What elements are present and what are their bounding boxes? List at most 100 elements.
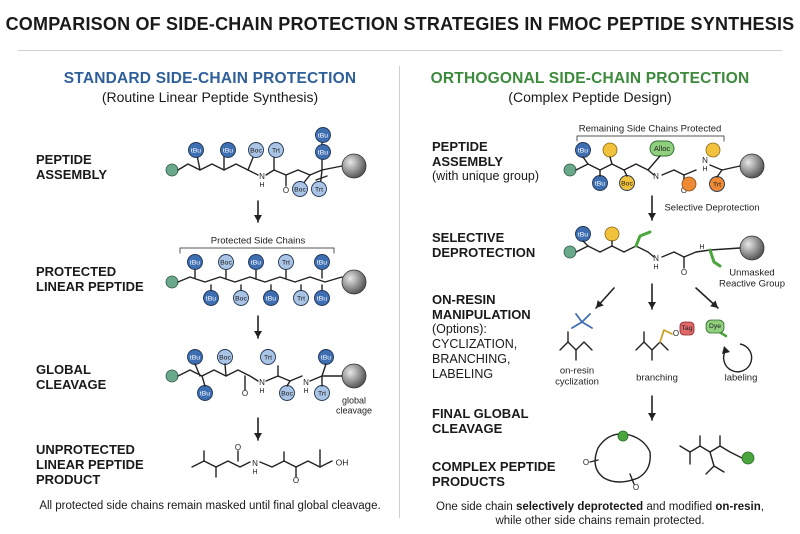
top-protecting-group-circle	[218, 254, 234, 270]
branching-arm	[659, 329, 673, 343]
sidechain-bond	[623, 169, 628, 177]
trt-group-label: Trt	[315, 186, 323, 193]
resin-bead	[739, 153, 765, 179]
trt-group-label: Trt	[272, 147, 280, 154]
boc-group-circle	[248, 142, 264, 158]
top-protecting-group-label: tBu	[251, 259, 261, 266]
carbonyl-bond	[589, 459, 599, 463]
n-terminus-bead	[165, 163, 179, 177]
trt-group-circle	[311, 181, 327, 197]
tbu-group-circle	[315, 127, 331, 143]
carbonyl-bond	[629, 473, 635, 485]
deprotected-bond	[673, 251, 685, 258]
sidechain-bond	[647, 155, 661, 171]
labeling-loop-head	[722, 346, 730, 354]
remaining-chains-bracket	[576, 135, 725, 142]
bottom-protecting-group-label: tBu	[266, 295, 276, 302]
left-arrow-2-head	[254, 331, 262, 338]
protected-chains-bracket	[179, 247, 335, 254]
tbu-group-circle	[315, 144, 331, 160]
remaining-chains-label: Remaining Side Chains Protected	[579, 124, 722, 135]
boc-group-label: Boc	[281, 390, 293, 397]
right-arrow-right-head	[710, 300, 718, 308]
yellow-protecting-group	[604, 226, 620, 242]
cyclic-label-bead	[617, 430, 629, 442]
oxygen-atom: O	[242, 389, 248, 398]
n-terminus-bead	[165, 369, 179, 383]
title-divider	[18, 50, 782, 51]
resin-bead	[739, 235, 765, 261]
boc-group-label: Boc	[219, 354, 231, 361]
left-column-header: STANDARD SIDE-CHAIN PROTECTION (Routine …	[20, 70, 400, 105]
right-footer-part-2: and modified	[643, 501, 716, 513]
selective-deprotection-label: Selective Deprotection	[664, 203, 759, 214]
assembly-backbone	[177, 163, 259, 176]
nitrogen-atom: N	[303, 378, 309, 387]
unmasked-sidechain	[708, 248, 722, 268]
bracket-label: Protected Side Chains	[211, 236, 306, 247]
tbu-group-label: tBu	[191, 147, 201, 154]
top-protecting-group-label: Boc	[220, 259, 232, 266]
right-footer-part-3: on-resin	[715, 501, 761, 513]
oxygen-atom: O	[681, 268, 687, 277]
ortho-bond	[661, 169, 675, 176]
tbu-group-label: tBu	[318, 132, 328, 139]
ortho-bond	[709, 164, 723, 171]
right-arrow-1-head	[648, 213, 656, 220]
tbu-group-label: tBu	[190, 354, 200, 361]
hydrogen-atom: H	[259, 388, 264, 395]
tbu-group-label: tBu	[578, 231, 588, 238]
product-backbone	[259, 460, 333, 468]
alloc-group-pill	[649, 140, 675, 157]
left-heading: STANDARD SIDE-CHAIN PROTECTION	[63, 70, 357, 87]
right-column-header: ORTHOGONAL SIDE-CHAIN PROTECTION (Comple…	[400, 70, 780, 105]
unmasked-label: Unmasked	[729, 268, 774, 279]
alloc-group-label: Alloc	[654, 144, 671, 153]
tbu-group-label: tBu	[223, 147, 233, 154]
cyclization-bond	[581, 313, 591, 323]
dye-label: Dye	[709, 323, 721, 330]
unmasked-sidechain	[634, 230, 652, 248]
orange-protecting-group	[681, 176, 697, 192]
option-label-branching: branching	[636, 373, 678, 384]
oxygen-atom: O	[673, 329, 679, 338]
right-footer-line1: One side chain selectively deprotected a…	[400, 500, 800, 514]
bottom-protecting-group-circle	[233, 290, 249, 306]
nitrogen-atom: N	[702, 156, 708, 165]
hydrogen-atom: H	[702, 166, 707, 173]
cleavage-backbone	[177, 369, 259, 382]
oxygen-atom: O	[235, 443, 241, 452]
oxygen-atom: O	[681, 186, 687, 195]
nitrogen-atom: N	[252, 459, 258, 468]
deprotected-bond	[695, 249, 711, 253]
boc-group-yellow-label: Boc	[621, 180, 633, 187]
deprotected-bond	[661, 251, 675, 258]
top-protecting-group-circle	[187, 254, 203, 270]
assembly-bond	[273, 169, 287, 176]
sidechain-bond	[286, 380, 291, 387]
resin-bead	[341, 153, 367, 179]
sidechain-bond	[609, 156, 613, 165]
resin-bead	[341, 269, 367, 295]
nitrogen-atom: N	[653, 254, 659, 263]
sidechain-bond	[315, 175, 328, 181]
resin-bead	[341, 363, 367, 389]
n-terminus-bead	[165, 275, 179, 289]
column-divider	[399, 66, 400, 518]
left-footer: All protected side chains remain masked …	[39, 500, 381, 512]
hydrogen-atom: H	[259, 182, 264, 189]
product-backbone	[191, 460, 251, 468]
assembly-bond	[309, 169, 323, 176]
sidechain-bond	[224, 363, 227, 377]
global-cleavage-note: global	[342, 395, 366, 405]
top-protecting-group-circle	[314, 254, 330, 270]
cyclization-chain	[559, 341, 593, 351]
global-cleavage-note: cleavage	[336, 405, 372, 415]
right-footer-part-4: ,	[760, 501, 764, 513]
hydroxyl-group: OH	[336, 457, 349, 467]
deprotected-bond	[683, 251, 697, 258]
